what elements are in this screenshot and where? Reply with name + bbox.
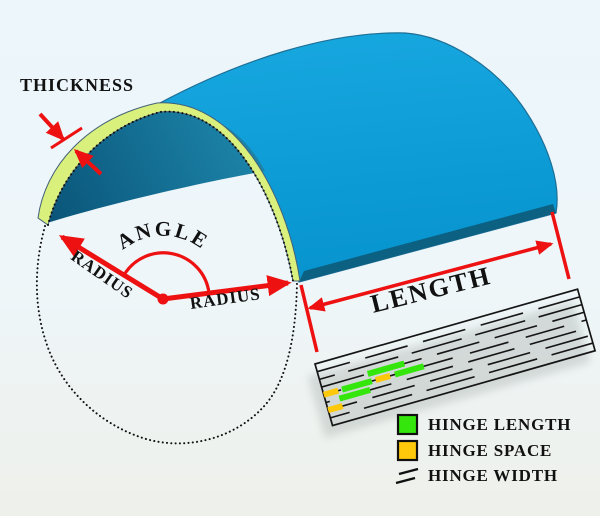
legend-item: HINGE SPACE xyxy=(396,439,552,462)
hinge-length-dash xyxy=(341,378,373,393)
hinge-panel xyxy=(313,288,597,427)
legend-label-hinge-width: HINGE WIDTH xyxy=(428,466,558,485)
dotted-rim-edge xyxy=(47,110,294,282)
length-label: LENGTH xyxy=(368,261,495,319)
legend-item: HINGE LENGTH xyxy=(396,413,571,436)
hinge-space-dash xyxy=(327,403,344,414)
hinge-length-dash xyxy=(366,360,406,377)
legend-item: HINGE WIDTH xyxy=(395,466,558,485)
legend-label-hinge-space: HINGE SPACE xyxy=(428,441,552,460)
thickness-tick xyxy=(50,126,83,150)
hinge-row-line xyxy=(316,296,580,373)
hinge-row-line xyxy=(330,342,594,419)
length-dimension-arrow xyxy=(307,240,554,312)
radius-right-arrow xyxy=(162,275,292,302)
hinge-length-dash xyxy=(338,386,372,402)
length-ext-line-left xyxy=(299,284,319,353)
hinge-space-swatch xyxy=(396,439,419,462)
hinge-row-line xyxy=(321,311,585,388)
hinge-length-dash xyxy=(394,363,425,378)
hinge-width-icon xyxy=(395,467,419,485)
radius-left-arrow xyxy=(58,234,165,302)
length-ext-line-right xyxy=(550,211,571,280)
legend: HINGE LENGTH HINGE SPACE HINGE WIDTH xyxy=(395,413,571,485)
thickness-arrow-upper xyxy=(38,112,65,142)
center-dot xyxy=(157,293,169,305)
angle-arc xyxy=(122,251,211,294)
angle-label: ANGLE xyxy=(112,217,213,254)
annotations xyxy=(38,112,571,353)
radius-right-label: RADIUS xyxy=(189,284,262,313)
hinge-length-swatch xyxy=(396,413,419,436)
thickness-label: THICKNESS xyxy=(20,75,134,95)
hinge-space-dash xyxy=(322,387,340,398)
hinge-row-line xyxy=(319,303,583,381)
dotted-circle xyxy=(35,225,298,445)
thickness-arrow-lower xyxy=(73,149,103,176)
legend-label-hinge-length: HINGE LENGTH xyxy=(428,415,571,434)
hinge-space-dash xyxy=(374,372,391,383)
hinge-row-line xyxy=(327,334,591,411)
